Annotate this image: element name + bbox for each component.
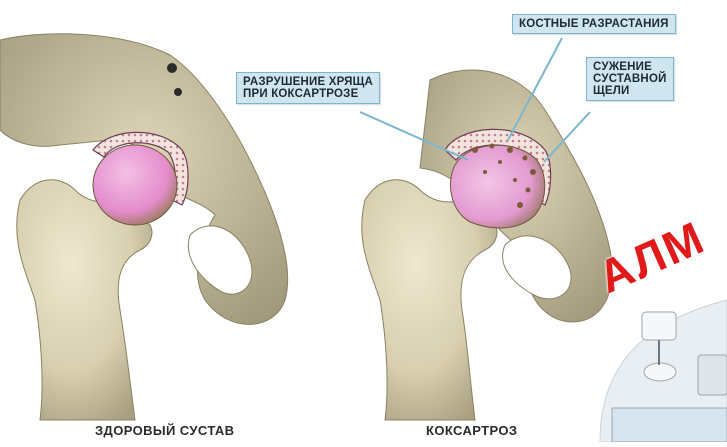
callout-line: СУЖЕНИЕ <box>593 61 667 73</box>
callout-line: СУСТАВНОЙ <box>593 73 667 85</box>
pelvis-hole <box>167 63 177 73</box>
healthy-femoral-head <box>93 145 177 225</box>
device-sensor-icon <box>642 312 676 340</box>
diseased-joint <box>360 38 612 420</box>
callout-bone-growths: КОСТНЫЕ РАЗРАСТАНИЯ <box>512 14 676 34</box>
callout-line: ЩЕЛИ <box>593 85 667 97</box>
callout-cartilage-destruction: РАЗРУШЕНИЕ ХРЯЩА ПРИ КОКСАРТРОЗЕ <box>236 72 380 104</box>
device-promo-corner <box>600 300 727 442</box>
diseased-joint-caption: КОКСАРТРОЗ <box>426 423 517 438</box>
device-unit-icon <box>698 355 727 395</box>
pelvis-hole <box>174 88 182 96</box>
device-mat-icon <box>612 408 727 442</box>
healthy-joint-caption: ЗДОРОВЫЙ СУСТАВ <box>95 423 234 438</box>
device-base-icon <box>644 363 676 381</box>
callout-line: КОСТНЫЕ РАЗРАСТАНИЯ <box>519 18 669 30</box>
callout-line: РАЗРУШЕНИЕ ХРЯЩА <box>243 76 373 88</box>
callout-line: ПРИ КОКСАРТРОЗЕ <box>243 88 373 100</box>
callout-joint-space-narrowing: СУЖЕНИЕ СУСТАВНОЙ ЩЕЛИ <box>586 57 674 101</box>
